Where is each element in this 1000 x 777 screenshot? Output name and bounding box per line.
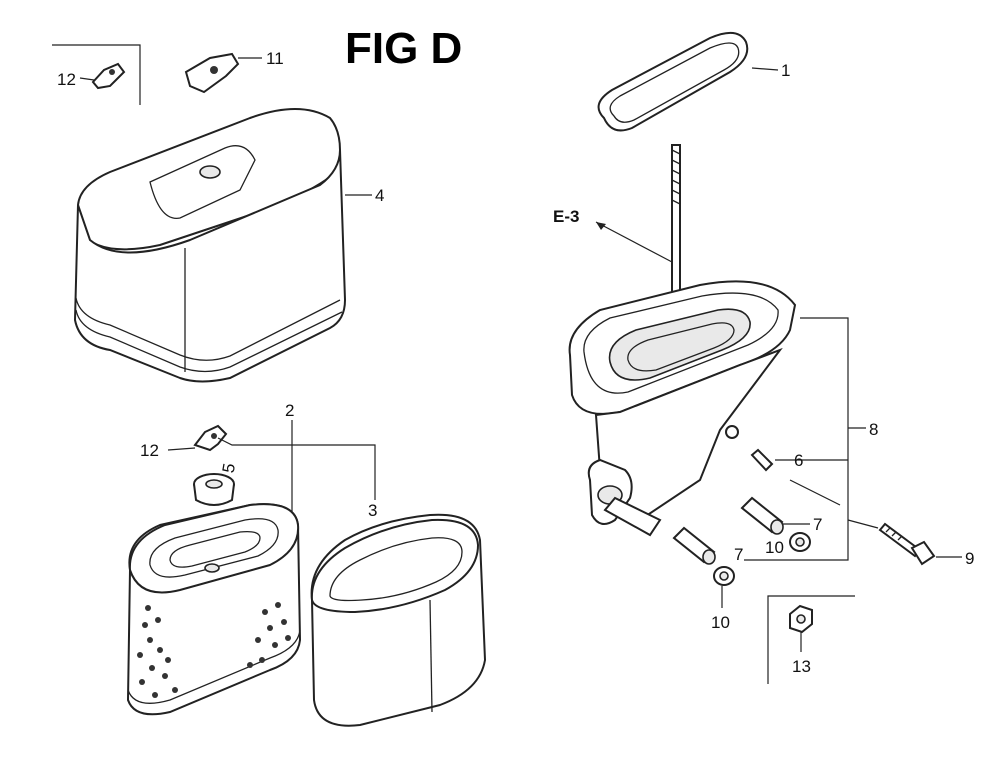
part-5-nut: [193, 473, 235, 506]
callout-7-upper: 7: [813, 515, 822, 534]
callout-9: 9: [965, 549, 974, 568]
callout-6: 6: [794, 451, 803, 470]
part-10-grommet-upper: [789, 532, 811, 552]
reference-e3: E-3: [553, 207, 579, 226]
part-1-gasket: [597, 31, 749, 132]
reference-arrow-e3: [595, 221, 673, 263]
callout-12-top: 12: [57, 70, 76, 89]
callout-8: 8: [869, 420, 878, 439]
leader-12-middle: [167, 447, 196, 451]
part-3-foam-filter: [310, 513, 487, 727]
leader-12-top: [79, 77, 95, 81]
bracket-box-13: [767, 595, 855, 684]
callout-11: 11: [266, 49, 284, 68]
figure-title: FIG D: [345, 24, 462, 73]
part-4-cover: [73, 108, 347, 383]
part-10-grommet-lower: [713, 566, 735, 586]
leader-1: [751, 67, 779, 71]
part-8-case: [568, 280, 797, 537]
callout-12-middle: 12: [140, 441, 159, 460]
part-7-collar-lower: [672, 526, 716, 565]
bracket-box-12-top: [52, 44, 141, 105]
leader-5-3: [217, 437, 376, 500]
callout-10-lower: 10: [711, 613, 730, 632]
callout-5: 5: [219, 462, 239, 475]
part-7-collar-upper: [740, 496, 784, 535]
leader-8-to-9: [847, 519, 879, 529]
part-2-filter-element: [126, 503, 302, 716]
leader-8-bracket: [744, 317, 849, 561]
part-11-clip: [184, 52, 240, 94]
part-6-pin: [750, 448, 774, 472]
callout-3: 3: [368, 501, 377, 520]
arrow-head-icon: [596, 222, 606, 230]
callout-7-lower: 7: [734, 545, 743, 564]
part-13-nut: [789, 604, 813, 634]
callout-2: 2: [285, 401, 294, 420]
part-12-clip-middle: [193, 424, 228, 452]
callout-13: 13: [792, 657, 811, 676]
callout-1: 1: [781, 61, 790, 80]
callout-4: 4: [375, 186, 384, 205]
part-12-clip-top: [91, 62, 126, 90]
part-9-bolt: [878, 522, 936, 566]
callout-10-upper: 10: [765, 538, 784, 557]
leader-6-diagonal: [789, 479, 841, 506]
